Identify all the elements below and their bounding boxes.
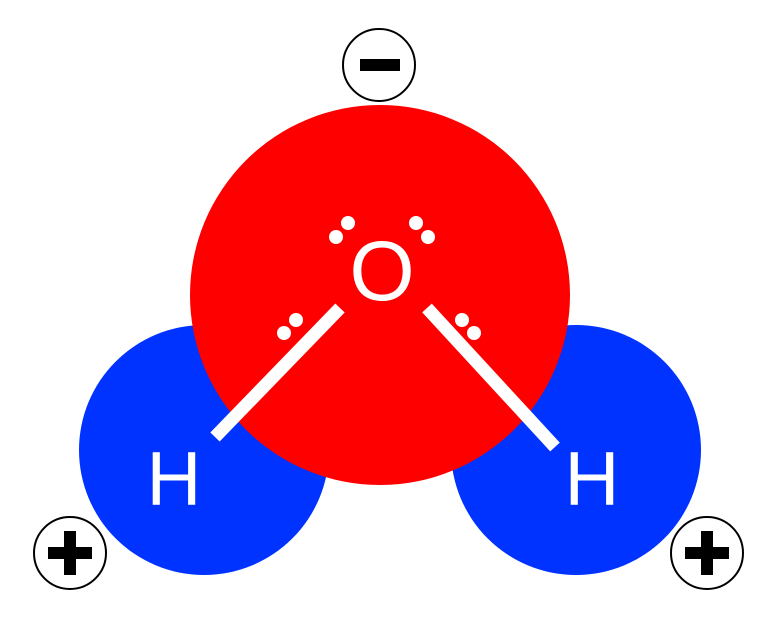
hydrogen-right-label: H bbox=[565, 437, 620, 522]
bond-right bbox=[422, 303, 560, 452]
positive-charge-badge-left: + bbox=[33, 516, 107, 590]
negative-charge-badge: − bbox=[342, 28, 416, 102]
oxygen-label: O bbox=[349, 224, 414, 318]
bond-left bbox=[210, 303, 345, 442]
hydrogen-left-label: H bbox=[147, 437, 202, 522]
electron-dots bbox=[277, 216, 481, 340]
plus-icon bbox=[685, 531, 729, 575]
positive-charge-badge-right: + bbox=[670, 516, 744, 590]
oxygen-atom bbox=[190, 105, 570, 485]
minus-icon bbox=[360, 59, 400, 71]
plus-icon bbox=[48, 531, 92, 575]
